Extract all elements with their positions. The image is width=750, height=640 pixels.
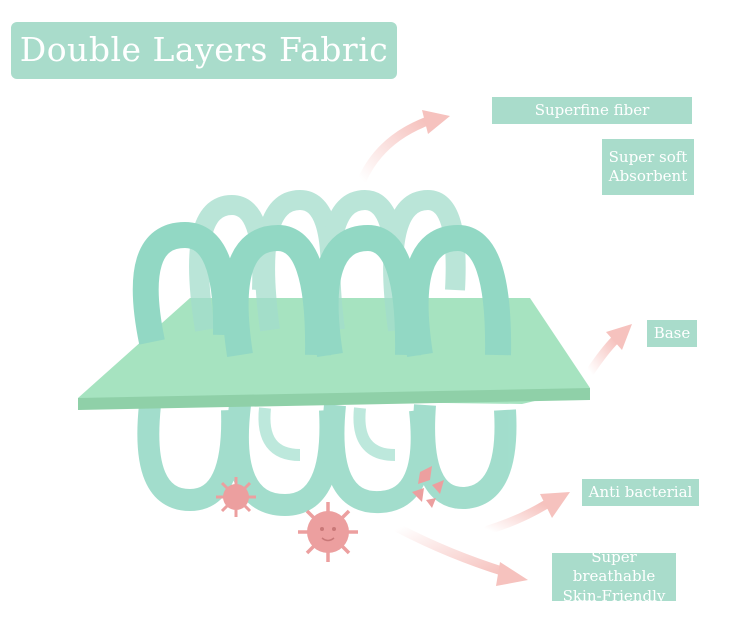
arrow-to-anti-bacterial (483, 492, 570, 535)
broken-bacteria-icon (412, 466, 444, 508)
arrow-to-breathable (393, 523, 528, 586)
lower-fiber-loops (137, 403, 517, 517)
label-super-soft-text: Super soft (608, 147, 688, 166)
label-superfine-fiber: Superfine fiber (492, 97, 692, 124)
label-skin-friendly-text: Skin-Friendly (562, 586, 666, 605)
bacteria-icon (298, 502, 358, 562)
arrow-to-superfine (357, 110, 450, 185)
label-base: Base (647, 320, 697, 347)
upper-fiber-loops-front (132, 221, 512, 357)
arrow-to-base (585, 324, 632, 377)
bacteria-icon (216, 477, 256, 517)
label-absorbent-text: Absorbent (608, 167, 688, 185)
page-title: Double Layers Fabric (11, 22, 397, 79)
label-super-breathable-text: Super breathable (572, 547, 656, 586)
label-breathable-skin-friendly: Super breathable Skin-Friendly (552, 548, 676, 605)
label-super-soft-absorbent: Super soft Absorbent (602, 139, 694, 195)
label-superfine-fiber-text: Superfine fiber (534, 100, 650, 119)
label-base-text: Base (653, 323, 691, 342)
label-anti-bacterial-text: Anti bacterial (588, 482, 693, 501)
label-anti-bacterial: Anti bacterial (582, 479, 699, 506)
